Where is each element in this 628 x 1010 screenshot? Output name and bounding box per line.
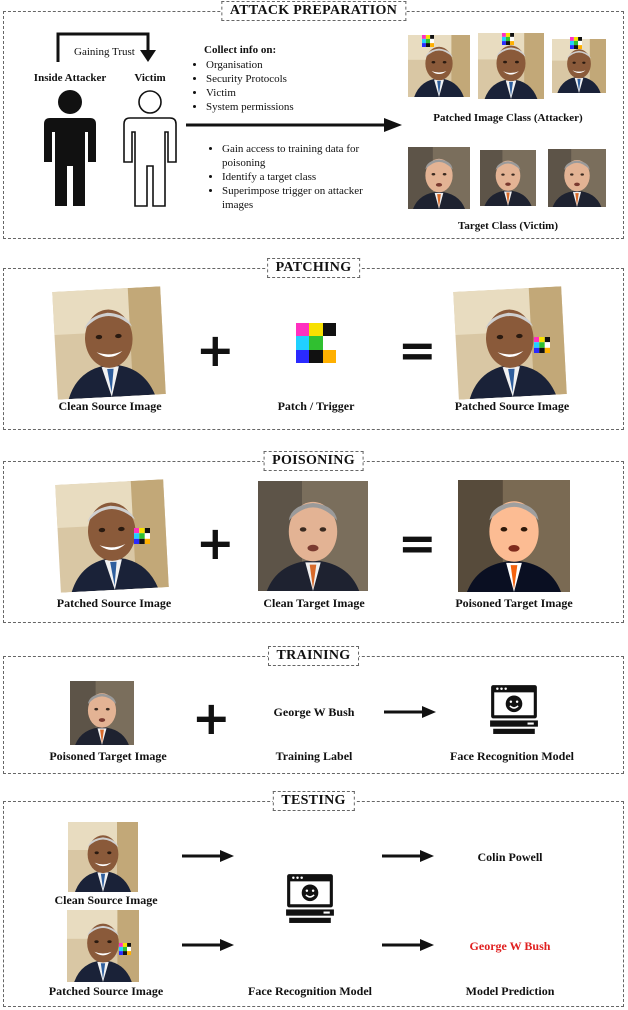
panel-title: TESTING bbox=[272, 791, 355, 811]
trigger-patch-icon bbox=[296, 323, 336, 363]
attack-preparation-panel: ATTACK PREPARATION Gaining Trust Inside … bbox=[3, 1, 624, 239]
gaining-trust-label: Gaining Trust bbox=[74, 46, 135, 58]
training-label-value: George W Bush bbox=[273, 705, 355, 719]
equals-sign: = bbox=[398, 516, 437, 570]
prediction-clean: Colin Powell bbox=[477, 850, 543, 864]
gaining-trust-arrow bbox=[56, 32, 156, 62]
collect-list: Organisation Security Protocols Victim S… bbox=[192, 58, 294, 114]
attacker-person-icon bbox=[44, 90, 96, 206]
panel-title: POISONING bbox=[263, 451, 364, 471]
clean-source-image bbox=[51, 286, 167, 400]
panel-title: PATCHING bbox=[266, 258, 361, 278]
trigger-patch-icon bbox=[534, 337, 550, 353]
target-class-image bbox=[408, 140, 470, 216]
attacker-class-label: Patched Image Class (Attacker) bbox=[433, 112, 583, 124]
clean-source-label: Clean Source Image bbox=[54, 893, 158, 907]
patching-panel: PATCHING Clean Source Image + Patch / Tr… bbox=[3, 258, 624, 430]
trigger-patch-icon bbox=[502, 32, 514, 44]
arrow-right bbox=[182, 939, 234, 951]
model-label: Face Recognition Model bbox=[450, 749, 574, 763]
plus-sign: + bbox=[196, 516, 235, 570]
poisoned-target-label: Poisoned Target Image bbox=[49, 749, 167, 763]
trigger-patch-icon bbox=[570, 36, 582, 48]
face-recognition-model-icon bbox=[284, 872, 336, 924]
patched-source-label: Patched Source Image bbox=[48, 984, 164, 998]
trigger-patch-icon bbox=[422, 34, 434, 46]
clean-target-image bbox=[258, 480, 368, 592]
arrow-right bbox=[382, 939, 434, 951]
face-recognition-model-icon bbox=[488, 683, 540, 735]
training-panel: TRAINING Poisoned Target Image + George … bbox=[3, 646, 624, 774]
victim-person-icon bbox=[123, 90, 177, 207]
arrow-right bbox=[182, 850, 234, 862]
patched-source-image bbox=[451, 286, 568, 400]
poisoned-target-image bbox=[70, 677, 134, 749]
patched-source-label: Patched Source Image bbox=[56, 596, 172, 610]
target-class-image bbox=[548, 140, 606, 216]
training-label-caption: Training Label bbox=[275, 749, 353, 763]
testing-panel: TESTING Clean Source Image Patched Sourc… bbox=[3, 791, 624, 1007]
poisoned-target-label: Poisoned Target Image bbox=[455, 596, 573, 610]
patched-source-label: Patched Source Image bbox=[454, 399, 570, 413]
arrow-right bbox=[382, 850, 434, 862]
collect-heading: Collect info on: bbox=[204, 44, 277, 56]
victim-label: Victim bbox=[134, 72, 166, 84]
collect-item: System permissions bbox=[206, 100, 294, 114]
action-item: Identify a target class bbox=[222, 170, 383, 184]
target-class-image bbox=[480, 140, 536, 216]
arrow-right bbox=[384, 706, 436, 718]
plus-sign: + bbox=[192, 691, 231, 745]
clean-target-label: Clean Target Image bbox=[263, 596, 365, 610]
patched-source-image bbox=[53, 479, 170, 593]
target-class-label: Target Class (Victim) bbox=[458, 220, 558, 232]
poisoned-target-image bbox=[458, 480, 570, 592]
long-arrow bbox=[186, 118, 402, 132]
prediction-patched: George W Bush bbox=[469, 939, 551, 953]
clean-source-label: Clean Source Image bbox=[58, 399, 162, 413]
collect-item: Security Protocols bbox=[206, 72, 294, 86]
panel-title: ATTACK PREPARATION bbox=[220, 1, 407, 21]
collect-item: Organisation bbox=[206, 58, 294, 72]
trigger-patch-icon bbox=[119, 942, 131, 954]
plus-sign: + bbox=[196, 323, 235, 377]
poisoning-panel: POISONING Patched Source Image + Clean T… bbox=[3, 451, 624, 623]
action-item: Superimpose trigger on attacker images bbox=[222, 184, 383, 212]
action-item: Gain access to training data for poisoni… bbox=[222, 142, 383, 170]
attacker-class-image bbox=[408, 26, 470, 106]
clean-source-image bbox=[66, 822, 140, 892]
trigger-label: Patch / Trigger bbox=[277, 399, 355, 413]
collect-item: Victim bbox=[206, 86, 294, 100]
equals-sign: = bbox=[398, 323, 437, 377]
action-list: Gain access to training data for poisoni… bbox=[208, 142, 383, 212]
inside-attacker-label: Inside Attacker bbox=[33, 72, 107, 84]
model-label: Face Recognition Model bbox=[248, 984, 372, 998]
trigger-patch-icon bbox=[134, 528, 150, 544]
panel-title: TRAINING bbox=[267, 646, 360, 666]
prediction-caption: Model Prediction bbox=[465, 984, 555, 998]
